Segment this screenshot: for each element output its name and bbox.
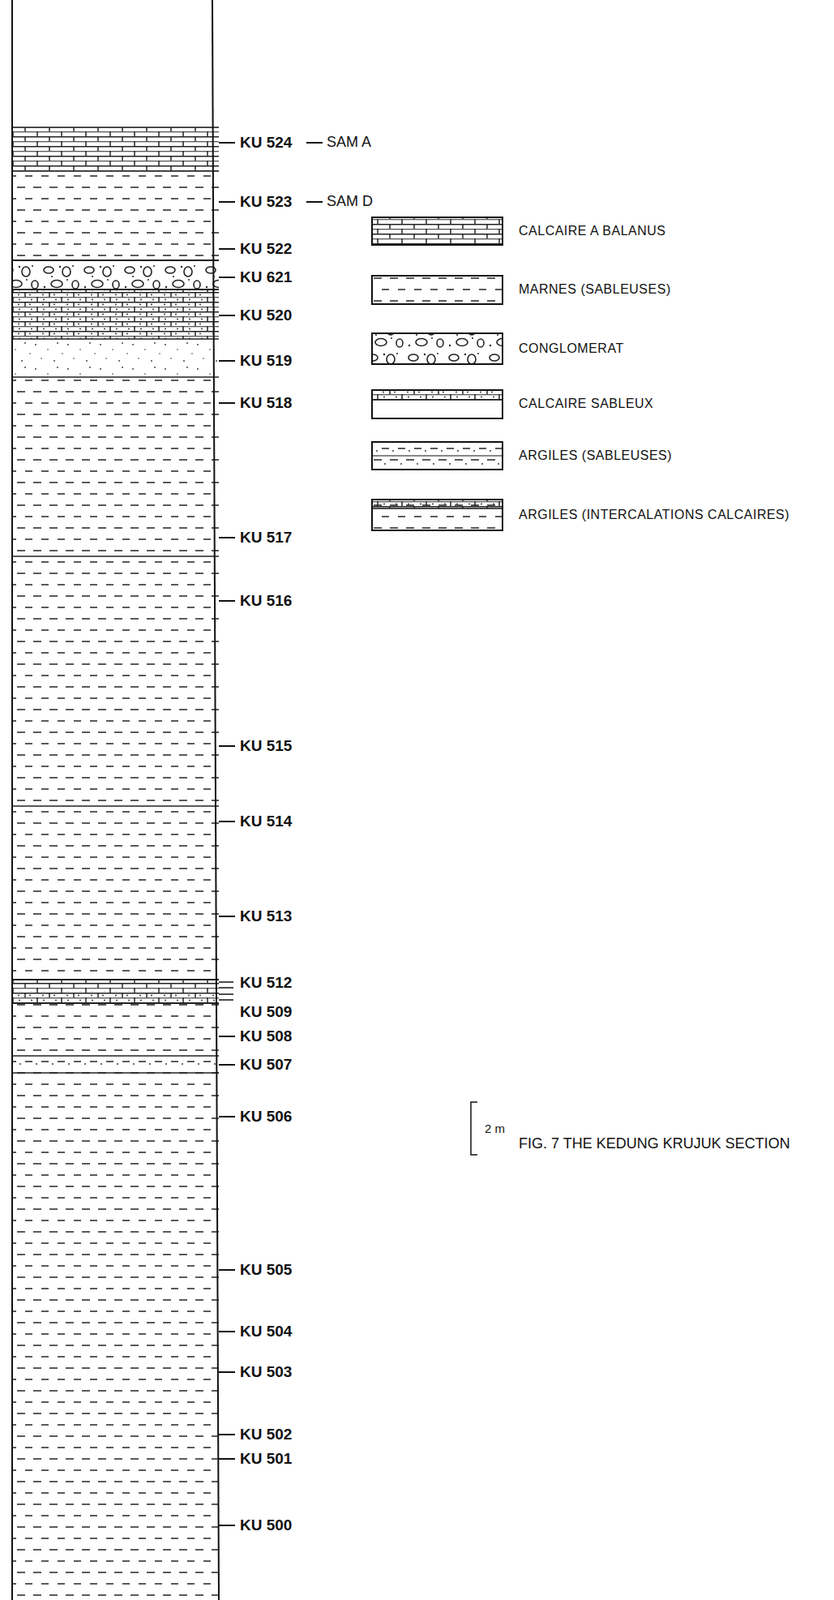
sample-number: KU 506 xyxy=(239,1107,292,1126)
legend-text: MARNES (SABLEUSES) xyxy=(518,281,672,297)
sample-number: KU 519 xyxy=(239,351,292,371)
sample-number: KU 523 xyxy=(239,192,292,212)
legend-text: CALCAIRE A BALANUS xyxy=(518,222,667,239)
legend-text: CALCAIRE SABLEUX xyxy=(518,395,654,411)
sample-number: KU 515 xyxy=(239,736,292,756)
sample-number: KU 507 xyxy=(239,1055,292,1074)
sample-number: KU 517 xyxy=(239,528,292,548)
scale-bar xyxy=(470,1101,478,1155)
sample-number: KU 508 xyxy=(239,1026,292,1046)
sample-number: KU 522 xyxy=(239,239,292,259)
figure-caption: FIG. 7 THE KEDUNG KRUJUK SECTION xyxy=(518,1134,791,1153)
scale-label: 2 m xyxy=(484,1120,505,1136)
legend-swatches xyxy=(372,217,503,531)
sample-tag: SAM A xyxy=(326,133,372,152)
sample-number: KU 621 xyxy=(239,268,292,287)
sample-number: KU 512 xyxy=(239,973,292,993)
sample-number: KU 509 xyxy=(239,1002,292,1022)
sample-number: KU 504 xyxy=(239,1321,292,1341)
legend-text: CONGLOMERAT xyxy=(518,340,625,356)
sample-number: KU 513 xyxy=(239,906,292,926)
legend-text: ARGILES (SABLEUSES) xyxy=(518,447,672,463)
sample-number: KU 514 xyxy=(239,812,292,831)
sample-number: KU 503 xyxy=(239,1362,292,1382)
sample-number: KU 505 xyxy=(239,1260,292,1279)
sample-number: KU 524 xyxy=(239,133,292,153)
legend-text: ARGILES (INTERCALATIONS CALCAIRES) xyxy=(518,506,790,522)
sample-number: KU 520 xyxy=(239,306,292,326)
sample-number: KU 518 xyxy=(239,393,292,413)
sample-number: KU 516 xyxy=(239,591,292,611)
sample-number: KU 502 xyxy=(239,1424,292,1444)
sample-number: KU 500 xyxy=(239,1515,292,1535)
sample-tag: SAM D xyxy=(326,192,373,211)
sample-number: KU 501 xyxy=(239,1449,292,1468)
